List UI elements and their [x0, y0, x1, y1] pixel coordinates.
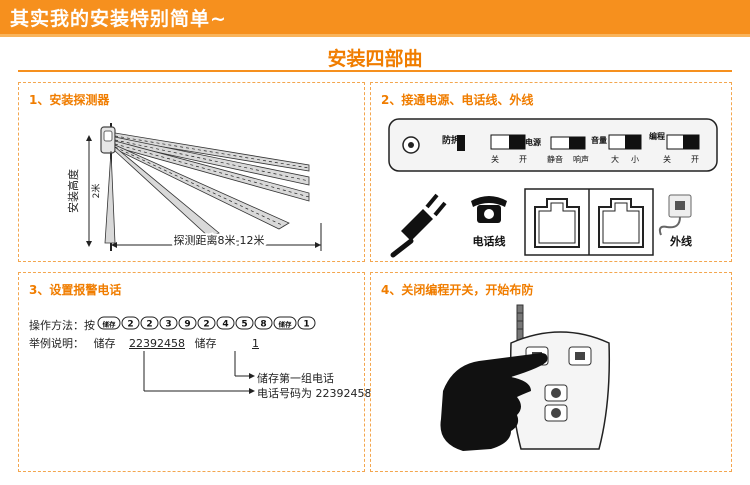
- key-label: 4: [222, 320, 228, 330]
- key-label: 储存: [102, 320, 117, 329]
- key-sequence: 储存 2 2 3 9 2 4 5 8 储存 1: [97, 316, 316, 330]
- height-value: 2米: [90, 184, 102, 199]
- key-label: 3: [165, 320, 171, 330]
- bell-icon: [551, 408, 561, 418]
- note-group: 储存第一组电话: [257, 372, 334, 385]
- switch-power-label: 电源: [525, 137, 541, 147]
- step2-panel: 2、接通电源、电话线、外线 防拆 电源 关 开 静音 响声 音量 大 小 编程 …: [370, 82, 732, 262]
- key-9: 储存: [273, 316, 297, 330]
- operation-label: 操作方法：按: [29, 319, 95, 332]
- operation-line: 操作方法：按: [29, 317, 95, 333]
- wall-jack-icon: [658, 194, 692, 236]
- key-label: 储存: [278, 320, 293, 329]
- header-banner: 其实我的安装特别简单~: [0, 0, 750, 34]
- program-off-label: 关: [663, 154, 671, 164]
- switch-tamper-label: 防拆: [442, 134, 460, 146]
- key-label: 5: [241, 320, 247, 330]
- telephone-icon: [471, 196, 507, 223]
- header-divider: [0, 34, 750, 37]
- step1-panel: 1、安装探测器 安装高度 2米 探测距离8米: [18, 82, 365, 262]
- step2-title: 2、接通电源、电话线、外线: [381, 93, 534, 107]
- key-label: 2: [203, 320, 209, 330]
- volume-low-label: 小: [631, 155, 639, 164]
- tamper-switch[interactable]: [457, 135, 465, 151]
- volume-high-label: 大: [611, 154, 619, 164]
- detector-illustration: 安装高度 2米 探测距离8米-12米: [66, 123, 322, 251]
- example-index: 1: [252, 337, 259, 350]
- example-label: 举例说明：: [29, 337, 84, 350]
- power-on-label: 开: [519, 155, 527, 164]
- step4-panel: 4、关闭编程开关，开始布防: [370, 272, 732, 472]
- rj11-socket-phone[interactable]: [534, 198, 580, 248]
- key-5: 2: [197, 316, 216, 330]
- store-label: 储存: [93, 337, 116, 350]
- switch-program-label: 编程: [649, 131, 665, 141]
- key-10: 1: [297, 316, 316, 330]
- key-label: 9: [184, 320, 190, 330]
- wiring-illustration: 防拆 电源 关 开 静音 响声 音量 大 小 编程 关 开: [388, 118, 718, 258]
- step4-title: 4、关闭编程开关，开始布防: [381, 283, 534, 297]
- key-label: 8: [260, 320, 266, 330]
- antenna-icon: [516, 304, 524, 342]
- phone-line-label: 电话线: [473, 234, 506, 248]
- note-number: 电话号码为 22392458: [257, 387, 372, 400]
- store-label-2: 储存: [194, 337, 217, 350]
- rj11-socket-external[interactable]: [598, 198, 644, 248]
- key-7: 5: [235, 316, 254, 330]
- key-3: 3: [159, 316, 178, 330]
- program-on-label: 开: [691, 155, 699, 164]
- distance-label: 探测距离8米-12米: [174, 233, 265, 247]
- example-line: 举例说明： 储存 22392458 储存 1: [29, 335, 265, 351]
- power-off-label: 关: [491, 154, 499, 164]
- key-0: 储存: [97, 316, 121, 330]
- key-1: 2: [121, 316, 140, 330]
- key-label: 2: [146, 320, 152, 330]
- key-4: 9: [178, 316, 197, 330]
- example-number: 22392458: [129, 337, 185, 350]
- section-divider: [18, 70, 732, 72]
- loud-label: 响声: [573, 154, 589, 164]
- remote-illustration: [440, 304, 611, 451]
- key-8: 8: [254, 316, 273, 330]
- key-label: 1: [303, 320, 309, 330]
- step3-title: 3、设置报警电话: [29, 283, 122, 297]
- power-plug-icon: [390, 193, 447, 258]
- key-2: 2: [140, 316, 159, 330]
- unlock-icon: [575, 352, 585, 360]
- hand-pointer-icon: [440, 353, 548, 451]
- section-title: 安装四部曲: [327, 48, 423, 70]
- key-6: 4: [216, 316, 235, 330]
- switch-volume-label: 音量: [591, 135, 607, 145]
- header-title: 其实我的安装特别简单~: [10, 8, 227, 30]
- silent-label: 静音: [547, 154, 563, 164]
- step1-title: 1、安装探测器: [29, 93, 110, 107]
- external-line-label: 外线: [669, 234, 692, 248]
- key-label: 2: [127, 320, 133, 330]
- alarm-icon: [551, 388, 561, 398]
- height-label: 安装高度: [66, 169, 80, 213]
